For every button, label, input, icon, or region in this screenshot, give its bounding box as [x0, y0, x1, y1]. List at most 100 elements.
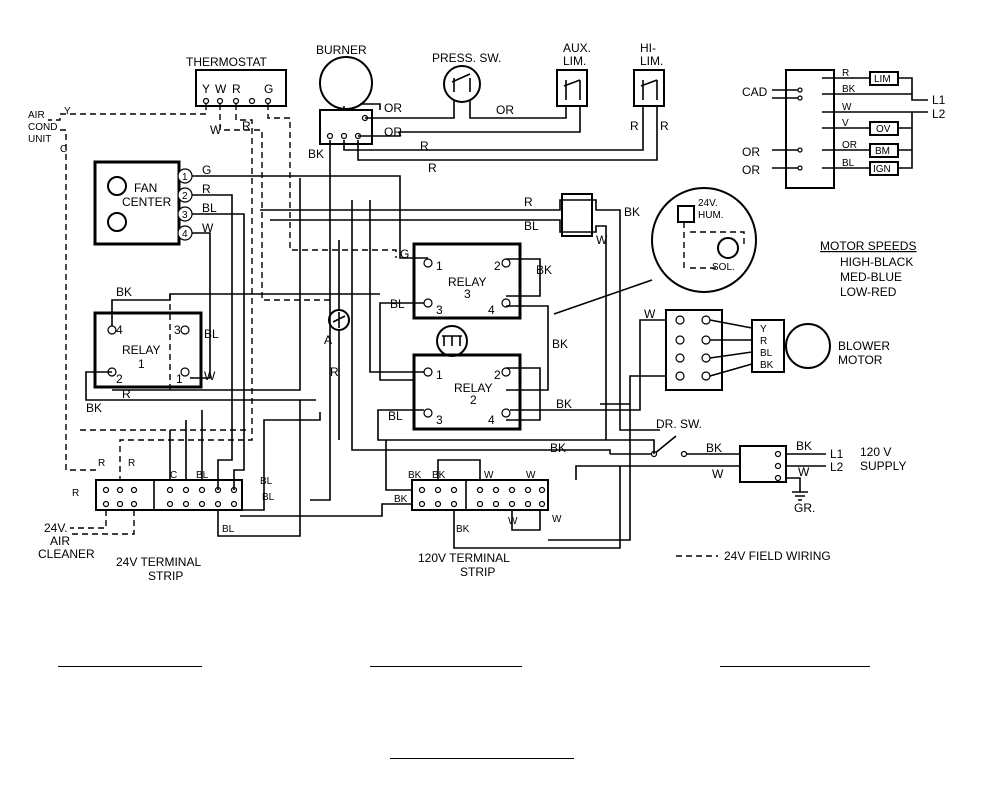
- aux-lim-box: [556, 69, 588, 107]
- blower-motor-label-2: MOTOR: [838, 353, 883, 367]
- ts120-wire-w4: W: [552, 514, 562, 525]
- burner-label: BURNER: [316, 43, 367, 57]
- relay-3-num-4: 4: [488, 303, 495, 317]
- primary-left-term: [797, 165, 803, 171]
- relay-3-box: [412, 242, 522, 320]
- air-cond-label-2: COND: [28, 122, 57, 133]
- ts120-wire-bk4: BK: [456, 524, 470, 535]
- aux-lim-label-1: AUX.: [563, 41, 591, 55]
- relay-3-title-num: 3: [464, 287, 471, 301]
- wire-bk-ts120c: [453, 466, 621, 549]
- field-wiring-legend: 24V FIELD WIRING: [676, 549, 831, 563]
- ts24-label-2: STRIP: [148, 569, 183, 583]
- hum-connector: [561, 193, 593, 237]
- wire-bk-relay3b: [506, 305, 549, 391]
- wl-bl-relay1: BL: [204, 327, 219, 341]
- fan-terminal-3-num: 3: [182, 210, 188, 221]
- thermostat-term-r: R: [232, 82, 241, 96]
- transformer-circle: [436, 325, 468, 357]
- field-wire-air-cleaner-2: [70, 510, 135, 535]
- ts120-term: [524, 486, 532, 494]
- supply-term: [774, 450, 782, 458]
- relay-3-term-2: [501, 258, 511, 268]
- relay-1-term-3: [180, 325, 190, 335]
- wiring-solid: [85, 100, 740, 549]
- field-wire-r: [119, 104, 253, 480]
- wl-w-hum: W: [596, 233, 608, 247]
- blower-term: [675, 353, 685, 363]
- thermostat-box: [195, 69, 287, 107]
- answer-line-2: [370, 666, 522, 667]
- thermostat-y-terminal: [202, 97, 210, 105]
- primary-wire-bl: BL: [842, 158, 855, 169]
- primary-control: CAD OR OR R BK W V OR BL LIM OV BM IGN L…: [742, 68, 946, 189]
- sol-circle: [717, 237, 739, 259]
- field-wire-w: [219, 104, 330, 301]
- blower-term: [675, 335, 685, 345]
- relay-1-num-4: 4: [116, 323, 123, 337]
- ts120-wire-bk1: BK: [408, 470, 422, 481]
- ground-symbol: [792, 491, 808, 501]
- fan-terminal-1-num: 1: [182, 172, 188, 183]
- hum-pointer-line: [553, 279, 653, 315]
- ts24-wire-bl2: BL: [260, 476, 273, 487]
- wl-bk-relay3: BK: [536, 263, 552, 277]
- air-cond-label-1: AIR: [28, 110, 45, 121]
- relay-2: 1 2 3 4 RELAY 2: [412, 353, 522, 431]
- air-cleaner-label-3: CLEANER: [38, 547, 95, 561]
- ign-label: IGN: [873, 164, 891, 175]
- door-switch-term: [680, 450, 688, 458]
- dr-wire-bk: BK: [706, 441, 722, 455]
- ts120-term: [434, 486, 442, 494]
- ts120-term: [508, 500, 516, 508]
- capacitor: A: [324, 309, 350, 347]
- burner-term: [326, 132, 334, 140]
- wl-or-2: OR: [384, 125, 402, 139]
- relay-1-title: RELAY: [122, 343, 160, 357]
- supply-term: [774, 462, 782, 470]
- blower-terminal-block: [665, 309, 723, 391]
- wl-g-relay3: G: [400, 247, 409, 261]
- motor-speed-low: LOW-RED: [840, 285, 897, 299]
- ts24-term: [116, 500, 124, 508]
- hum-inset-circle: [651, 187, 757, 293]
- wl-r-3: R: [420, 139, 429, 153]
- aux-lim-label-2: LIM.: [563, 54, 586, 68]
- capacitor-symbol: [332, 312, 346, 328]
- thermostat-g-terminal: [264, 97, 272, 105]
- ts24-wire-bl3: BL: [262, 492, 275, 503]
- ts24-term: [166, 500, 174, 508]
- motor-speed-high: HIGH-BLACK: [840, 255, 913, 269]
- supply-block: [739, 445, 787, 483]
- hi-lim-box: [633, 69, 665, 107]
- terminal-strip-24v: 24V TERMINAL STRIP R R C BL BL BL BL R: [72, 458, 275, 583]
- wl-w-thermo: W: [210, 123, 222, 137]
- wire-bl-hum: [270, 219, 607, 440]
- relay-1: 4 3 2 1 RELAY 1: [93, 311, 203, 389]
- ts24-term: [130, 486, 138, 494]
- wl-bk-supply: BK: [550, 441, 566, 455]
- door-switch: [610, 435, 740, 455]
- answer-line-3: [720, 666, 870, 667]
- relay-3-term-3: [423, 298, 433, 308]
- terminal-strip-120v: 120V TERMINAL STRIP BK BK BK BK W W W W: [394, 470, 562, 579]
- motor-wire-y: Y: [760, 324, 767, 335]
- supply-label-2: SUPPLY: [860, 459, 906, 473]
- wire-fan-r: [192, 194, 233, 490]
- relay-1-term-1: [180, 367, 190, 377]
- wl-or-1: OR: [384, 101, 402, 115]
- wire-bk-ts120b: [437, 459, 481, 480]
- terminal-strip-24v-box: [95, 479, 243, 511]
- wl-w-blower: W: [644, 307, 656, 321]
- air-cond-unit: AIR COND UNIT Y C: [28, 106, 71, 155]
- relay-2-title-num: 2: [470, 393, 477, 407]
- ts120-label-2: STRIP: [460, 565, 495, 579]
- field-wire-y: [48, 104, 207, 121]
- relay-2-term-2: [501, 367, 511, 377]
- wire-bk-blower: [510, 319, 666, 411]
- supply-label-1: 120 V: [860, 445, 891, 459]
- ts120-label-1: 120V TERMINAL: [418, 551, 510, 565]
- primary-left-term: [797, 147, 803, 153]
- ts24-term: [116, 486, 124, 494]
- thermostat-r-terminal: [232, 97, 240, 105]
